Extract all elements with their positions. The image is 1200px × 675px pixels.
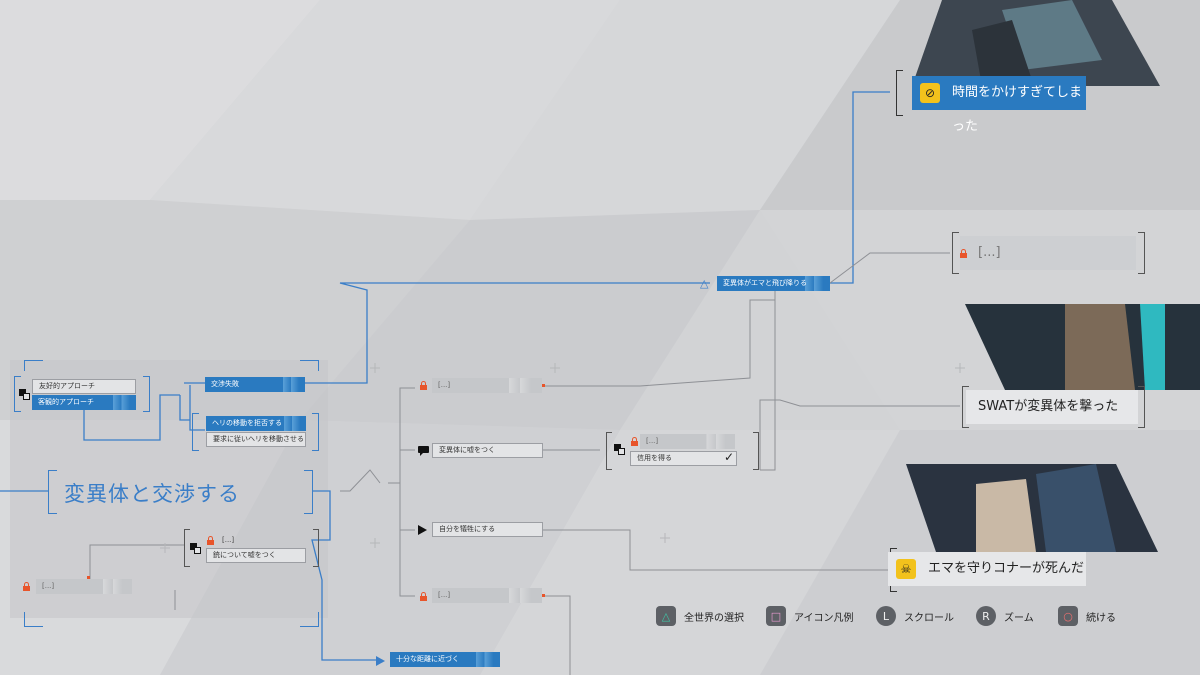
node-jumped[interactable]: 変異体がエマと飛び降りる — [717, 276, 830, 291]
panel-corner-bl — [24, 612, 43, 627]
approach-bracket-left — [14, 376, 21, 412]
lock-icon — [960, 249, 967, 258]
heli-bracket-left — [192, 413, 199, 451]
lock-icon — [631, 437, 638, 446]
legend-label: スクロール — [904, 612, 954, 624]
arrow-icon — [418, 525, 427, 535]
ending-label: エマを守りコナーが死んだ — [928, 561, 1085, 576]
scene-title: 変異体と交渉する — [64, 482, 240, 506]
speech-icon — [418, 446, 429, 456]
lock-icon — [207, 536, 214, 545]
gun-bracket-left — [184, 529, 190, 567]
node-locked-bottom-left[interactable]: [...] — [36, 579, 132, 594]
node-get-close[interactable]: 十分な距離に近づく — [390, 652, 500, 667]
arrow-icon — [376, 656, 385, 666]
legend-label: 続ける — [1086, 612, 1116, 624]
locked-marker — [87, 576, 90, 579]
node-locked-mid-2[interactable]: [...] — [432, 588, 542, 603]
trust-choice-icon — [614, 444, 625, 455]
scene-bracket-right — [304, 470, 313, 514]
panel-corner-tr — [300, 360, 319, 371]
ending1-bracket — [896, 70, 903, 116]
square-button-icon: □ — [766, 606, 786, 626]
triangle-icon: △ — [700, 277, 709, 290]
gun-bracket-right — [313, 529, 319, 567]
trust-bracket-right — [753, 432, 759, 470]
ending-label: SWATが変異体を撃った — [978, 399, 1119, 414]
ending-label: [...] — [978, 245, 1001, 260]
legend-global-choices[interactable]: △ 全世界の選択 — [656, 604, 744, 628]
ending-label: 時間をかけすぎてしまった — [952, 85, 1083, 134]
scene-bracket-left — [48, 470, 57, 514]
approach-bracket-right — [143, 376, 150, 412]
legend-zoom[interactable]: R ズーム — [976, 604, 1034, 628]
node-move-heli[interactable]: 要求に従いヘリを移動させる — [206, 432, 306, 447]
node-lie-deviant[interactable]: 変異体に嘘をつく — [432, 443, 543, 458]
ending2-bracket-right — [1138, 232, 1145, 274]
right-stick-icon: R — [976, 606, 996, 626]
ending-locked[interactable]: [...] — [960, 236, 1136, 270]
ending-thumbnail-1 — [912, 0, 1160, 86]
panel-corner-tl — [24, 360, 43, 371]
ending-too-long[interactable]: ⊘ 時間をかけすぎてしまった — [912, 76, 1086, 134]
approach-friendly[interactable]: 友好的アプローチ — [32, 379, 136, 394]
panel-corner-br — [300, 612, 319, 627]
legend-icon-guide[interactable]: □ アイコン凡例 — [766, 604, 854, 628]
node-trust-locked[interactable]: [...] — [640, 434, 735, 449]
legend-label: 全世界の選択 — [684, 612, 744, 624]
approach-objective[interactable]: 客観的アプローチ — [32, 395, 136, 410]
ending-connor-died[interactable]: ☠ エマを守りコナーが死んだ — [888, 552, 1086, 586]
node-sacrifice[interactable]: 自分を犠牲にする — [432, 522, 543, 537]
legend-scroll[interactable]: L スクロール — [876, 604, 954, 628]
lock-icon — [420, 592, 427, 601]
node-negotiation-failed[interactable]: 交渉失敗 — [205, 377, 305, 392]
lock-icon — [420, 381, 427, 390]
ending-thumbnail-3 — [965, 304, 1200, 390]
trust-bracket-left — [606, 432, 612, 470]
gun-choice-icon — [190, 543, 201, 554]
node-gun-locked[interactable]: [...] — [222, 536, 235, 544]
ending3-bracket-left — [962, 386, 969, 428]
legend-continue[interactable]: ○ 続ける — [1058, 604, 1116, 628]
skull-icon: ☠ — [896, 559, 916, 579]
node-gain-trust[interactable]: 信用を得る — [630, 451, 737, 466]
ending-thumbnail-4 — [906, 464, 1158, 552]
node-gun-lie[interactable]: 銃について嘘をつく — [206, 548, 306, 563]
checkmark-icon: ✓ — [724, 450, 735, 464]
ending2-bracket-left — [952, 232, 959, 274]
lock-icon — [23, 582, 30, 591]
no-entry-icon: ⊘ — [920, 83, 940, 103]
ending-swat-shot[interactable]: SWATが変異体を撃った — [966, 390, 1138, 424]
locked-marker — [542, 594, 545, 597]
node-locked-mid-1[interactable]: [...] — [432, 378, 542, 393]
approach-icon — [19, 389, 30, 400]
locked-marker — [542, 384, 545, 387]
node-refuse-heli[interactable]: ヘリの移動を拒否する — [206, 416, 306, 431]
left-stick-icon: L — [876, 606, 896, 626]
heli-bracket-right — [312, 413, 319, 451]
triangle-button-icon: △ — [656, 606, 676, 626]
ending3-bracket-right — [1138, 386, 1145, 428]
circle-button-icon: ○ — [1058, 606, 1078, 626]
legend-label: アイコン凡例 — [794, 612, 854, 624]
legend-label: ズーム — [1004, 612, 1034, 624]
